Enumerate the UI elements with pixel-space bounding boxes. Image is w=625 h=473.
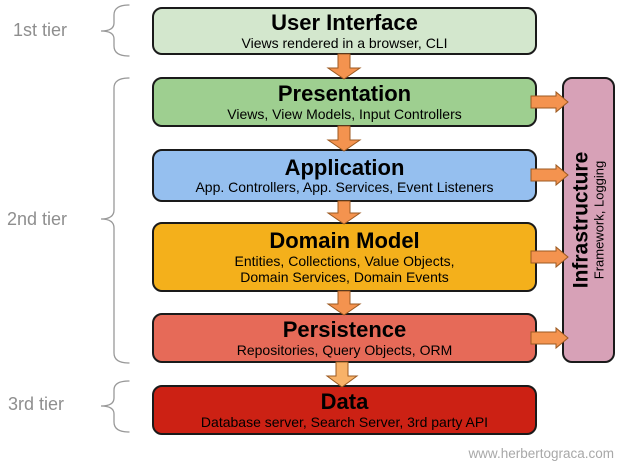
brace-1st-tier-icon (100, 4, 130, 57)
tier-label-2nd: 2nd tier (7, 209, 68, 229)
layer-application-subtitle: App. Controllers, App. Services, Event L… (195, 179, 494, 196)
layer-user-interface: User Interface Views rendered in a brows… (152, 7, 537, 55)
layer-user-interface-subtitle: Views rendered in a browser, CLI (241, 34, 448, 51)
layer-persistence-title: Persistence (282, 317, 407, 343)
layer-presentation-title: Presentation (277, 81, 412, 107)
layer-presentation-subtitle: Views, View Models, Input Controllers (227, 105, 462, 122)
layer-data-subtitle: Database server, Search Server, 3rd part… (200, 413, 489, 430)
brace-3rd-tier-icon (100, 380, 130, 433)
layer-persistence-subtitle: Repositories, Query Objects, ORM (236, 341, 453, 358)
arrow-domain-to-persistence-icon (326, 290, 362, 316)
layer-presentation: Presentation Views, View Models, Input C… (152, 77, 537, 127)
layer-persistence: Persistence Repositories, Query Objects,… (152, 313, 537, 363)
arrow-presentation-to-application-icon (326, 125, 362, 152)
layer-application: Application App. Controllers, App. Servi… (152, 149, 537, 202)
infrastructure-rotated-text: Infrastructure Framework, Logging (562, 77, 615, 363)
layer-user-interface-title: User Interface (271, 10, 418, 36)
layer-domain-model-subtitle-line2: Domain Services, Domain Events (240, 268, 449, 285)
layer-domain-model-title: Domain Model (269, 228, 420, 254)
layer-infrastructure: Infrastructure Framework, Logging (562, 77, 615, 363)
layer-domain-model-subtitle-line1: Entities, Collections, Value Objects, (234, 252, 455, 269)
layer-infrastructure-subtitle: Framework, Logging (591, 160, 607, 280)
arrow-persistence-to-data-icon (325, 361, 359, 388)
layer-infrastructure-title: Infrastructure (569, 151, 592, 289)
layer-application-title: Application (284, 154, 405, 180)
watermark-url: www.herbertograca.com (468, 446, 614, 461)
tier-label-1st: 1st tier (13, 20, 68, 40)
layer-domain-model: Domain Model Entities, Collections, Valu… (152, 222, 537, 292)
arrow-ui-to-presentation-icon (326, 53, 362, 80)
arrow-application-to-domain-icon (326, 200, 362, 225)
layer-data: Data Database server, Search Server, 3rd… (152, 385, 537, 435)
tier-label-3rd: 3rd tier (8, 394, 65, 414)
brace-2nd-tier-icon (100, 77, 130, 364)
layer-data-title: Data (320, 389, 369, 415)
